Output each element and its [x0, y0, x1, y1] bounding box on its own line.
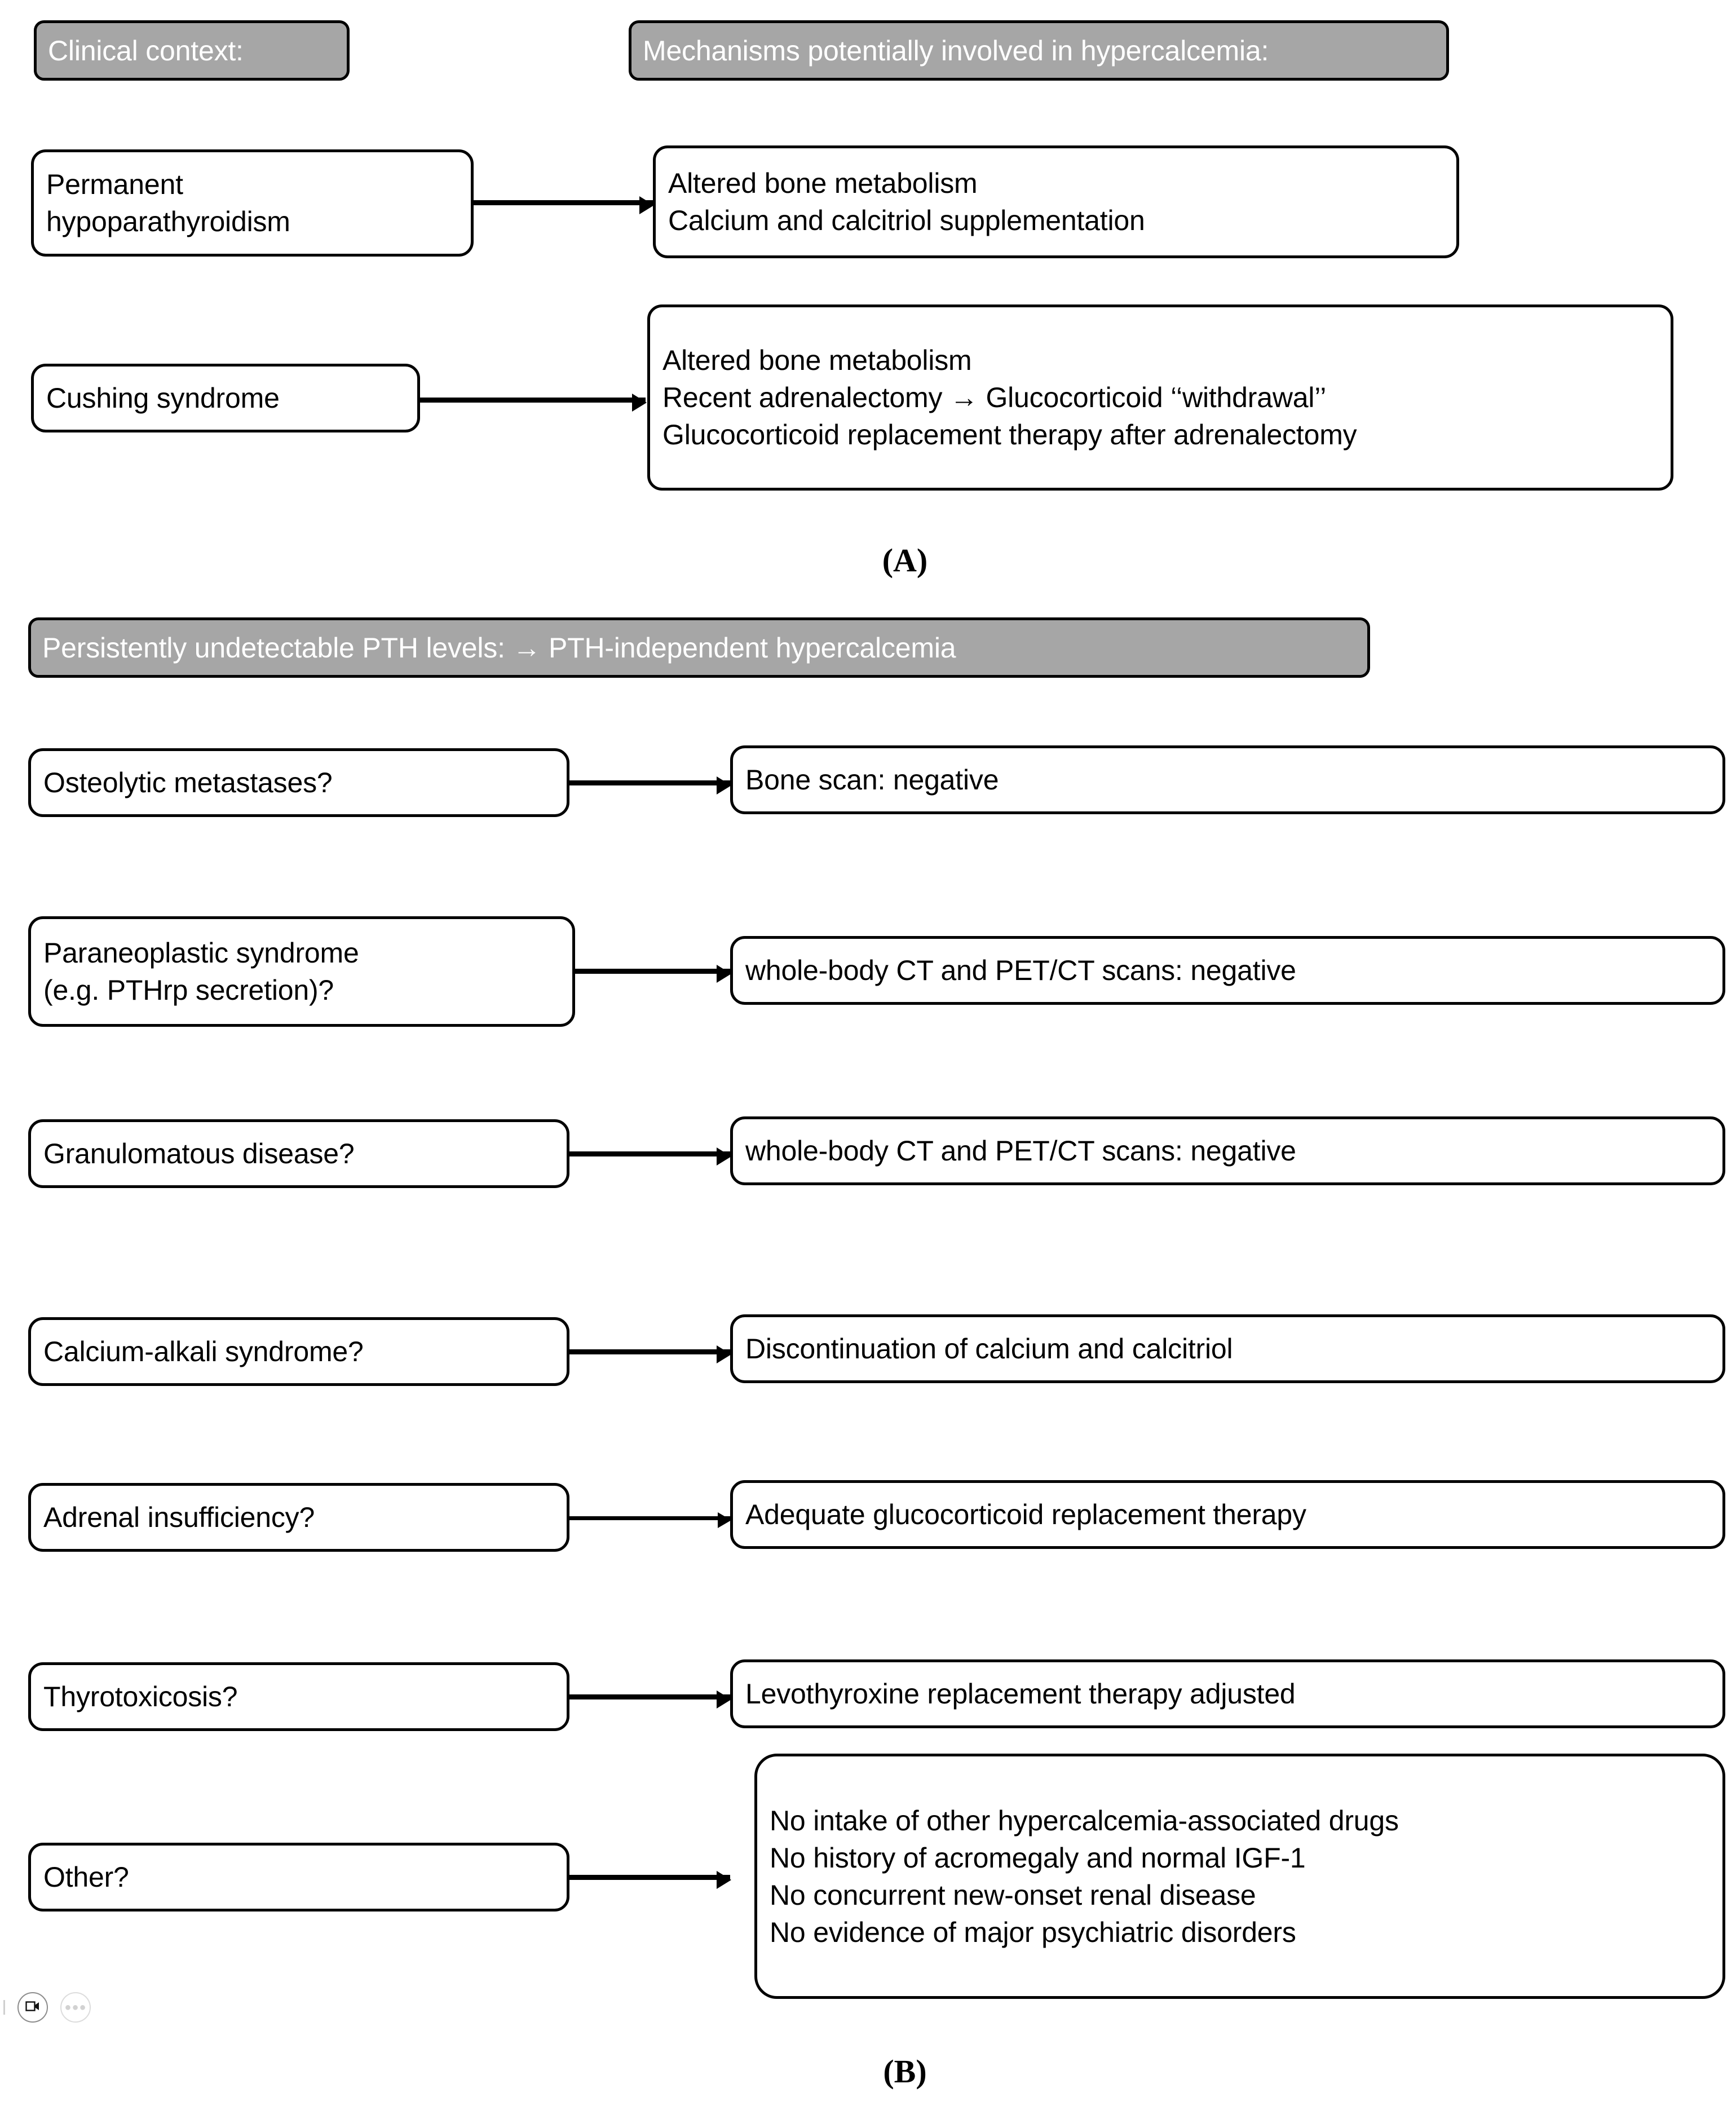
- panel-b-question-box-3[interactable]: Granulomatous disease?: [28, 1119, 569, 1188]
- panel-a-arrow-2: [420, 394, 647, 412]
- panel-b-finding-box-3[interactable]: whole-body CT and PET/CT scans: negative: [730, 1116, 1725, 1185]
- panel-b-question-box-7[interactable]: Other?: [28, 1843, 569, 1911]
- panel-a-header-right-label: Mechanisms potentially involved in hyper…: [643, 34, 1269, 67]
- panel-b-arrow-7: [569, 1871, 731, 1889]
- panel-b-finding-4-line-1: Discontinuation of calcium and calcitrio…: [745, 1333, 1233, 1365]
- video-camera-icon: [25, 2001, 40, 2015]
- panel-b-arrow-6: [569, 1690, 731, 1709]
- video-camera-button[interactable]: [17, 1992, 48, 2023]
- panel-a-context-1-line-2: hypoparathyroidism: [46, 206, 290, 237]
- panel-b-question-box-4[interactable]: Calcium-alkali syndrome?: [28, 1317, 569, 1386]
- panel-b-finding-6-line-1: Levothyroxine replacement therapy adjust…: [745, 1678, 1296, 1710]
- panel-b-question-box-1[interactable]: Osteolytic metastases?: [28, 748, 569, 817]
- panel-a-context-1-line-1: Permanent: [46, 169, 183, 200]
- panel-b-header: Persistently undetectable PTH levels: → …: [28, 617, 1370, 678]
- panel-b-finding-box-4[interactable]: Discontinuation of calcium and calcitrio…: [730, 1314, 1725, 1383]
- more-options-button[interactable]: ●●●: [60, 1992, 91, 2023]
- panel-b-question-box-6[interactable]: Thyrotoxicosis?: [28, 1662, 569, 1731]
- panel-a-mechanism-box-1[interactable]: Altered bone metabolism Calcium and calc…: [653, 145, 1459, 258]
- panel-b-finding-2-line-1: whole-body CT and PET/CT scans: negative: [745, 955, 1296, 986]
- panel-b-header-label: Persistently undetectable PTH levels: → …: [42, 632, 956, 664]
- panel-b-arrow-5: [569, 1512, 731, 1528]
- panel-a-mechanism-1-line-2: Calcium and calcitriol supplementation: [668, 205, 1145, 236]
- panel-b-question-3-line-1: Granulomatous disease?: [43, 1138, 355, 1169]
- panel-b-arrow-2: [575, 965, 731, 983]
- panel-b-question-1-line-1: Osteolytic metastases?: [43, 767, 333, 798]
- overlay-divider: [3, 2000, 5, 2015]
- panel-b-finding-1-line-1: Bone scan: negative: [745, 764, 999, 796]
- panel-a-mechanism-2-line-3: Glucocorticoid replacement therapy after…: [662, 419, 1357, 451]
- panel-b-finding-box-6[interactable]: Levothyroxine replacement therapy adjust…: [730, 1659, 1725, 1728]
- panel-a-header-mechanisms: Mechanisms potentially involved in hyper…: [629, 20, 1449, 81]
- panel-b-finding-7-line-2: No history of acromegaly and normal IGF-…: [770, 1842, 1306, 1874]
- panel-b-finding-box-2[interactable]: whole-body CT and PET/CT scans: negative: [730, 936, 1725, 1005]
- panel-b-finding-5-line-1: Adequate glucocorticoid replacement ther…: [745, 1499, 1306, 1530]
- panel-b-finding-7-line-3: No concurrent new-onset renal disease: [770, 1879, 1256, 1911]
- panel-a-mechanism-box-2[interactable]: Altered bone metabolism Recent adrenalec…: [647, 304, 1673, 491]
- panel-b-question-4-line-1: Calcium-alkali syndrome?: [43, 1336, 364, 1367]
- panel-a-context-box-1[interactable]: Permanent hypoparathyroidism: [31, 149, 474, 257]
- panel-b-finding-3-line-1: whole-body CT and PET/CT scans: negative: [745, 1135, 1296, 1167]
- panel-a-header-clinical-context: Clinical context:: [34, 20, 350, 81]
- panel-b-arrow-1: [569, 776, 731, 794]
- panel-b-question-2-line-2: (e.g. PTHrp secretion)?: [43, 974, 334, 1006]
- panel-b-question-7-line-1: Other?: [43, 1861, 129, 1893]
- panel-b-question-5-line-1: Adrenal insufficiency?: [43, 1502, 315, 1533]
- panel-b-arrow-3: [569, 1147, 731, 1166]
- panel-b-caption: (B): [883, 2053, 927, 2090]
- panel-a-mechanism-2-line-1: Altered bone metabolism: [662, 345, 972, 376]
- panel-b-finding-box-7[interactable]: No intake of other hypercalcemia-associa…: [754, 1754, 1725, 1999]
- panel-b-finding-box-5[interactable]: Adequate glucocorticoid replacement ther…: [730, 1480, 1725, 1549]
- panel-a-mechanism-1-line-1: Altered bone metabolism: [668, 167, 978, 199]
- panel-b-finding-7-line-4: No evidence of major psychiatric disorde…: [770, 1916, 1296, 1948]
- panel-b-question-box-2[interactable]: Paraneoplastic syndrome (e.g. PTHrp secr…: [28, 916, 575, 1027]
- panel-a-context-box-2[interactable]: Cushing syndrome: [31, 364, 420, 432]
- panel-a-header-left-label: Clinical context:: [48, 34, 244, 67]
- panel-a-context-2-line-1: Cushing syndrome: [46, 382, 280, 414]
- panel-b-finding-box-1[interactable]: Bone scan: negative: [730, 745, 1725, 814]
- panel-b-question-2-line-1: Paraneoplastic syndrome: [43, 937, 359, 969]
- panel-a-caption: (A): [882, 542, 928, 579]
- panel-a-mechanism-2-line-2: Recent adrenalectomy → Glucocorticoid ‘‘…: [662, 382, 1327, 413]
- ellipsis-icon: ●●●: [64, 2001, 87, 2014]
- panel-b-arrow-4: [569, 1345, 731, 1363]
- panel-b-question-6-line-1: Thyrotoxicosis?: [43, 1681, 238, 1712]
- panel-a-arrow-1: [474, 196, 654, 214]
- panel-b-finding-7-line-1: No intake of other hypercalcemia-associa…: [770, 1804, 1399, 1837]
- overlay-toolbar[interactable]: ●●●: [0, 1982, 169, 2033]
- panel-b-question-box-5[interactable]: Adrenal insufficiency?: [28, 1483, 569, 1552]
